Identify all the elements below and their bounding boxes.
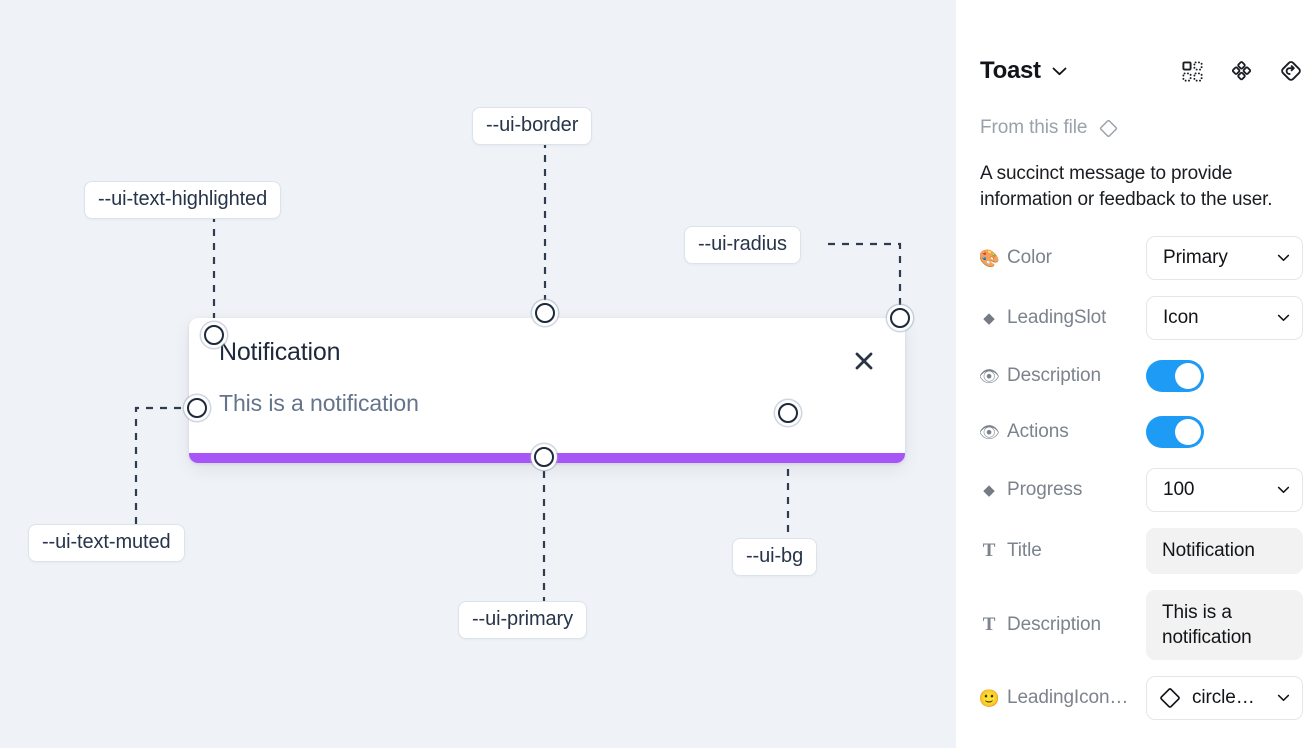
palette-emoji-icon: 🎨 [980,248,1000,268]
token-label-border[interactable]: --ui-border [472,107,593,145]
property-label-text: Description [1007,613,1101,635]
property-label-text: Color [1007,247,1052,269]
variants-grid-icon[interactable] [1181,60,1204,83]
reset-instance-icon[interactable] [1279,59,1303,83]
panel-header-icons [1181,59,1303,83]
connector-text-muted [134,406,197,524]
anchor-dot-primary[interactable] [534,447,554,467]
property-label-text: LeadingIcon… [1007,687,1129,709]
diamond-outline-icon [1098,118,1119,139]
chevron-down-icon[interactable] [1052,67,1067,76]
property-row-leadingslot: ◆ LeadingSlot Icon [980,296,1303,341]
toggle-description[interactable] [1146,360,1204,393]
token-label-bg[interactable]: --ui-bg [732,538,818,576]
property-label-text: Title [1007,539,1042,561]
property-label-leadingslot: ◆ LeadingSlot [980,307,1146,329]
anchor-dot-text-muted[interactable] [187,398,207,418]
token-label-primary[interactable]: --ui-primary [458,601,588,639]
component-description: A succinct message to provide informatio… [980,163,1273,210]
property-label-progress: ◆ Progress [980,479,1146,501]
toggle-knob [1175,363,1201,390]
anchor-dot-radius[interactable] [890,308,910,328]
select-color-value: Primary [1163,247,1228,269]
property-label-actions: 👁 Actions [980,421,1146,443]
from-this-file-row[interactable]: From this file [980,117,1303,139]
property-row-color: 🎨 Color Primary [980,236,1303,281]
property-row-actions: 👁 Actions [980,412,1303,452]
select-leadingslot[interactable]: Icon [1146,296,1303,341]
property-row-progress: ◆ Progress 100 [980,468,1303,513]
text-t-icon: T [982,540,996,562]
component-diamonds-icon[interactable] [1230,60,1253,83]
chevron-down-icon [1277,314,1290,322]
chevron-down-icon [1277,254,1290,262]
property-control-leadingicon: circle… [1146,676,1303,721]
toggle-actions[interactable] [1146,416,1204,449]
token-label-radius[interactable]: --ui-radius [684,226,801,264]
toggle-knob [1175,419,1201,446]
property-label-text: Progress [1007,479,1083,501]
property-label-title: T Title [980,540,1146,562]
token-label-text-muted[interactable]: --ui-text-muted [28,524,185,562]
diamond-filled-icon: ◆ [983,309,995,327]
toast-title: Notification [219,338,341,366]
property-row-title: T Title Notification [980,528,1303,574]
token-label-text-highlighted[interactable]: --ui-text-highlighted [84,181,282,219]
text-t-icon: T [982,614,996,636]
property-label-text: LeadingSlot [1007,307,1107,329]
from-this-file-label: From this file [980,117,1088,138]
property-label-text: Actions [1007,421,1069,443]
connector-radius [828,242,902,318]
property-control-color: Primary [1146,236,1303,281]
properties-panel: Toast [956,0,1312,748]
diamond-filled-icon: ◆ [983,481,995,499]
input-description[interactable]: This is a notification [1146,589,1303,661]
property-control-title: Notification [1146,528,1303,574]
select-progress-value: 100 [1163,479,1195,501]
property-list: 🎨 Color Primary [980,236,1303,721]
property-label-color: 🎨 Color [980,247,1146,269]
toast-preview-card[interactable]: Notification This is a notification [189,318,905,463]
design-canvas[interactable]: Notification This is a notification --ui… [0,0,956,748]
property-row-description-text: T Description This is a notification [980,589,1303,661]
select-color[interactable]: Primary [1146,236,1303,281]
panel-title: Toast [980,57,1041,84]
select-progress[interactable]: 100 [1146,468,1303,513]
eye-emoji-icon: 👁 [980,366,1000,386]
close-x-icon[interactable] [851,348,877,374]
select-leadingicon[interactable]: circle… [1146,676,1303,721]
select-leadingicon-value: circle… [1192,687,1255,709]
property-label-description-text: T Description [980,614,1146,636]
property-control-description-text: This is a notification [1146,589,1303,661]
anchor-dot-bg[interactable] [778,403,798,423]
property-label-description: 👁 Description [980,365,1146,387]
chevron-down-icon [1277,694,1290,702]
smiley-emoji-icon: 🙂 [980,688,1000,708]
property-control-leadingslot: Icon [1146,296,1303,341]
diamond-outline-icon [1158,686,1182,710]
property-control-progress: 100 [1146,468,1303,513]
chevron-down-icon [1277,486,1290,494]
panel-header: Toast [980,48,1303,94]
property-row-description: 👁 Description [980,356,1303,396]
anchor-dot-border[interactable] [535,303,555,323]
anchor-dot-text-highlighted[interactable] [204,325,224,345]
input-title[interactable]: Notification [1146,528,1303,574]
property-control-actions [1146,416,1303,449]
eye-emoji-icon: 👁 [980,422,1000,442]
property-row-leadingicon: 🙂 LeadingIcon… circle… [980,676,1303,721]
toast-description: This is a notification [219,390,419,416]
property-control-description [1146,360,1303,393]
select-leadingslot-value: Icon [1163,307,1199,329]
property-label-text: Description [1007,365,1101,387]
property-label-leadingicon: 🙂 LeadingIcon… [980,687,1146,709]
